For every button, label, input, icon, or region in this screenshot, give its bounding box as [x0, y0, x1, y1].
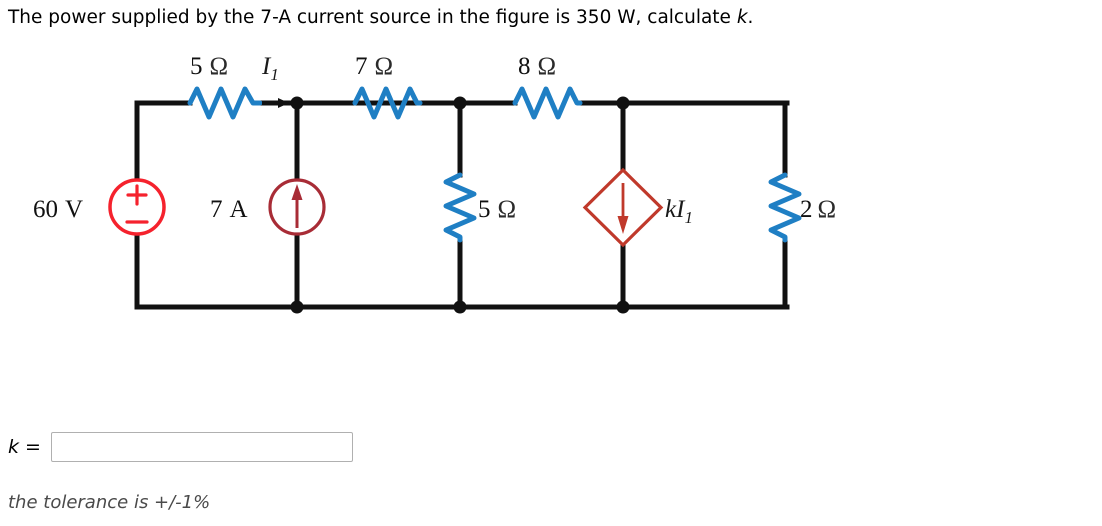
- vertical-resistors: [443, 172, 802, 243]
- circuit-svg: 5Ω I1 7Ω 8Ω 60V 7A 5Ω kI1 2Ω: [33, 53, 836, 314]
- resistor-8ohm-symbol: [512, 86, 583, 120]
- node-bottom-b: [453, 300, 467, 314]
- horizontal-resistors: [187, 86, 583, 120]
- voltage-source-60v: [108, 178, 166, 236]
- node-top-c: [616, 96, 630, 110]
- branch-current-marker: [262, 98, 289, 108]
- question-suffix: .: [747, 7, 754, 28]
- dependent-arrow-head-down-icon: [617, 216, 629, 234]
- answer-row: k =: [8, 432, 353, 462]
- resistor-5ohm-shunt-symbol: [443, 172, 477, 243]
- dependent-current-source: [582, 167, 664, 248]
- question-variable: k: [736, 7, 748, 28]
- circuit-nodes: [290, 96, 630, 314]
- question-prompt: The power supplied by the 7-A current so…: [8, 5, 1088, 31]
- answer-label: k =: [8, 436, 41, 458]
- resistor-7ohm-symbol: [352, 86, 423, 120]
- node-bottom-a: [290, 300, 304, 314]
- label-dependent-source: kI1: [665, 196, 693, 227]
- answer-input[interactable]: [50, 432, 353, 462]
- current-arrow-head-up-icon: [291, 184, 303, 200]
- label-branch-current: I1: [261, 53, 279, 84]
- tolerance-note: the tolerance is +/-1%: [8, 492, 211, 513]
- node-bottom-c: [616, 300, 630, 314]
- node-top-a: [290, 96, 304, 110]
- i1-arrow-head-right-icon: [278, 98, 289, 108]
- plus-icon: [126, 184, 148, 206]
- node-top-b: [453, 96, 467, 110]
- resistor-2ohm-symbol: [768, 172, 802, 243]
- current-source-7a: [268, 178, 326, 236]
- resistor-5ohm-top-symbol: [187, 86, 263, 120]
- voltage-source-circle: [108, 178, 166, 236]
- question-prefix: The power supplied by the 7-A current so…: [8, 7, 737, 28]
